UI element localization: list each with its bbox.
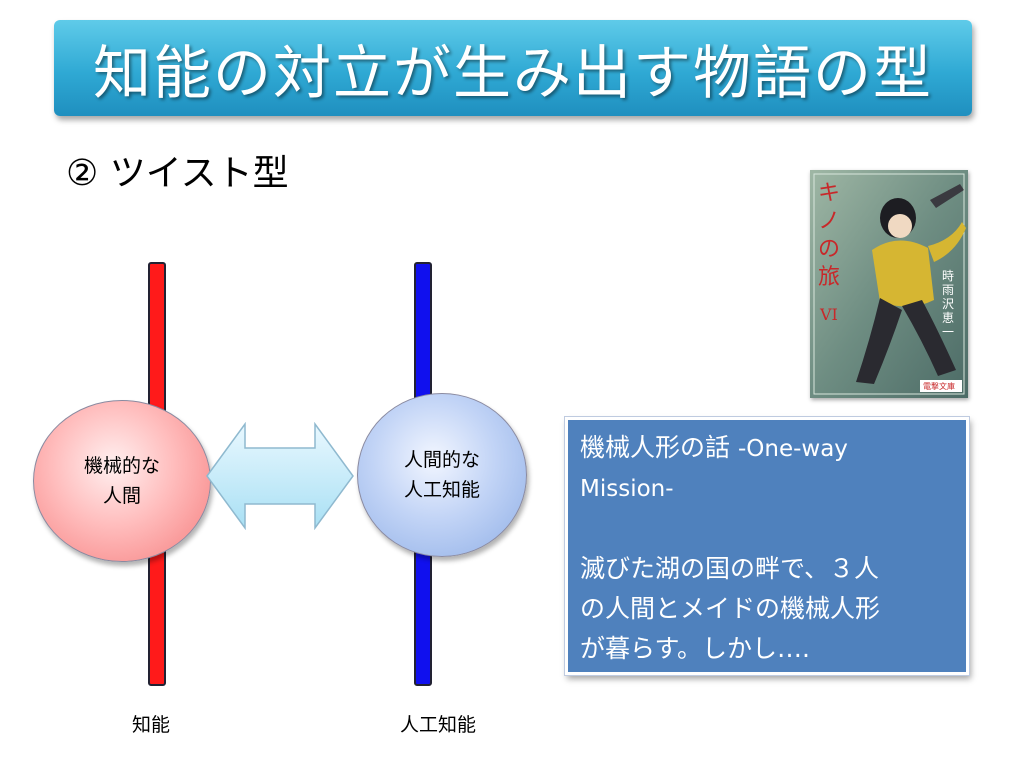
human-like-ai-label-line1: 人間的な: [404, 445, 480, 475]
story-heading: 機械人形の話 -One-way: [580, 428, 954, 469]
book-title-char-3: の: [818, 237, 840, 262]
book-title-char-2: ノ: [818, 209, 840, 234]
double-arrow: [205, 422, 355, 530]
story-heading-jp: 機械人形の話: [580, 433, 730, 462]
book-author-char-5: 一: [942, 325, 954, 339]
book-cover-image: キ ノ の 旅 VI 時 雨 沢 恵 一 電撃文庫: [810, 170, 968, 398]
book-author-char-4: 恵: [942, 311, 954, 325]
book-publisher: 電撃文庫: [923, 381, 955, 391]
story-body-line-1: 滅びた湖の国の畔で、３人: [580, 549, 954, 589]
title-banner: 知能の対立が生み出す物語の型: [54, 20, 972, 116]
story-heading-en-1: -One-way: [738, 436, 848, 462]
human-like-ai-node: 人間的な 人工知能: [357, 393, 527, 557]
book-title-char-4: 旅: [818, 265, 840, 290]
book-author-char-3: 沢: [942, 297, 954, 311]
slide-title: 知能の対立が生み出す物語の型: [93, 26, 933, 110]
book-title-char-1: キ: [818, 181, 840, 206]
book-author-char-1: 時: [942, 269, 954, 283]
book-volume: VI: [819, 305, 838, 324]
story-body-line-2: の人間とメイドの機械人形: [580, 589, 954, 629]
mechanical-human-node: 機械的な 人間: [33, 400, 211, 562]
ai-axis-label: 人工知能: [400, 710, 476, 737]
book-author-char-2: 雨: [942, 283, 954, 297]
human-like-ai-label-line2: 人工知能: [404, 475, 480, 505]
slide-subtitle: ② ツイスト型: [66, 144, 289, 196]
story-heading-en-2: Mission-: [580, 469, 954, 509]
mechanical-human-label-line1: 機械的な: [84, 451, 160, 481]
story-body-line-3: が暮らす。しかし….: [580, 629, 954, 669]
mechanical-human-label-line2: 人間: [84, 481, 160, 511]
intelligence-axis-label: 知能: [132, 710, 170, 737]
story-info-box: 機械人形の話 -One-way Mission- 滅びた湖の国の畔で、３人 の人…: [565, 417, 969, 675]
